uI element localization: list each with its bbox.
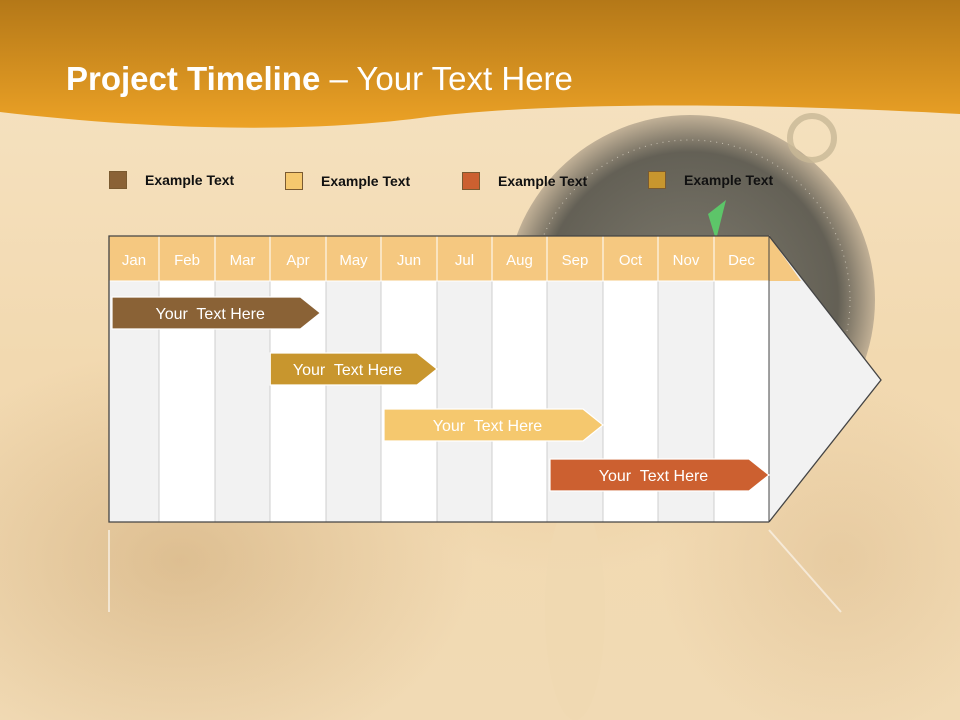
month-header-cell xyxy=(657,235,715,282)
legend-item: Example Text xyxy=(285,172,410,190)
month-column xyxy=(491,280,548,523)
task-label: Your Text Here xyxy=(433,418,543,435)
slide-title-rest: – Your Text Here xyxy=(320,60,573,97)
task-arrow xyxy=(111,296,322,330)
month-label: Jan xyxy=(122,252,146,269)
legend-swatch xyxy=(648,171,666,189)
legend-label: Example Text xyxy=(684,172,774,188)
legend-item: Example Text xyxy=(648,171,773,189)
month-label: Oct xyxy=(619,252,643,269)
month-column xyxy=(436,280,493,523)
month-label: Aug xyxy=(506,252,533,269)
legend-swatch xyxy=(462,172,480,190)
month-column xyxy=(380,280,438,523)
legend-label: Example Text xyxy=(321,173,411,189)
month-label: Jun xyxy=(397,252,421,269)
month-column xyxy=(325,280,382,523)
timeline-outline xyxy=(108,235,882,523)
month-header-cell xyxy=(602,235,659,282)
month-header-cell xyxy=(158,235,216,282)
month-label: Jul xyxy=(455,252,474,269)
task-label: Your Text Here xyxy=(599,468,709,485)
compass-needle-icon xyxy=(708,200,726,240)
legend-swatch xyxy=(285,172,303,190)
month-header-cell xyxy=(269,235,327,282)
slide-title-bold: Project Timeline xyxy=(66,60,321,97)
compass-ring-icon xyxy=(787,113,837,163)
month-label: Sep xyxy=(562,252,589,269)
task-label: Your Text Here xyxy=(155,306,265,323)
month-label: May xyxy=(339,252,368,269)
month-label: Apr xyxy=(286,252,309,269)
month-label: Dec xyxy=(728,252,755,269)
month-label: Nov xyxy=(673,252,700,269)
month-header-cell xyxy=(325,235,382,282)
task-arrow xyxy=(383,408,604,442)
legend-label: Example Text xyxy=(498,173,588,189)
month-header-cell xyxy=(546,235,604,282)
timeline-reflection xyxy=(108,529,842,613)
task-arrow xyxy=(269,352,438,386)
task-label: Your Text Here xyxy=(293,362,403,379)
timeline-arrow-head xyxy=(769,236,881,522)
month-header-cell xyxy=(214,235,271,282)
legend-swatch xyxy=(109,171,127,189)
legend-item: Example Text xyxy=(462,172,587,190)
month-label: Feb xyxy=(174,252,200,269)
slide-title: Project Timeline – Your Text Here xyxy=(66,60,573,98)
month-header-cell xyxy=(380,235,438,282)
legend-item: Example Text xyxy=(109,171,234,189)
seashell-icon xyxy=(545,500,605,720)
month-label: Mar xyxy=(230,252,256,269)
task-arrow xyxy=(549,458,770,492)
legend-label: Example Text xyxy=(145,172,235,188)
